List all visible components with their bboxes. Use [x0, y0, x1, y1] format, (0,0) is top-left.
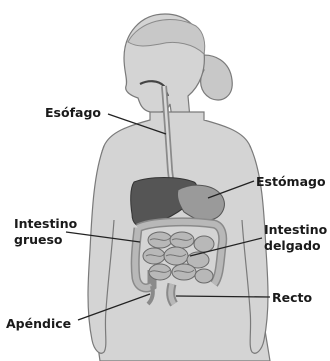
label-large-intestine-line1: Intestino — [14, 216, 77, 231]
small-intestine — [143, 232, 214, 283]
label-rectum: Recto — [272, 290, 312, 305]
label-small-intestine-line1: Intestino — [264, 222, 327, 237]
label-small-intestine-line2: delgado — [264, 238, 321, 253]
label-appendix: Apéndice — [6, 316, 71, 331]
label-large-intestine-line2: grueso — [14, 232, 63, 247]
label-stomach: Estómago — [256, 174, 326, 189]
label-esophagus: Esófago — [45, 105, 101, 120]
